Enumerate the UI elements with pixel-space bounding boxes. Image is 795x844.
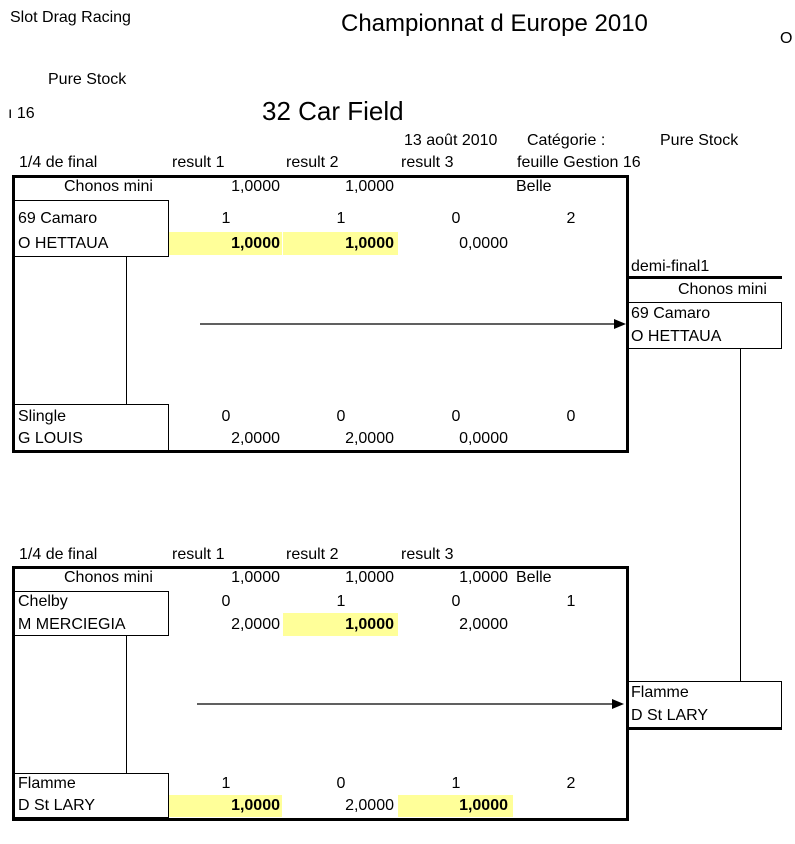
win-value: 0 bbox=[451, 408, 461, 425]
result3-header: result 3 bbox=[401, 154, 454, 171]
best-time-highlight bbox=[169, 795, 282, 817]
result3-header: result 3 bbox=[401, 546, 454, 563]
semi-label: demi-final1 bbox=[631, 258, 710, 275]
time-value: 0,0000 bbox=[459, 235, 508, 252]
racer-box bbox=[14, 591, 169, 636]
win-value: 1 bbox=[336, 593, 346, 610]
car-name: Flamme bbox=[631, 684, 689, 701]
semi-rule bbox=[627, 276, 782, 279]
round-label: 1/4 de final bbox=[19, 154, 98, 171]
win-total: 1 bbox=[566, 593, 576, 610]
car-name: 69 Camaro bbox=[18, 210, 98, 227]
field-title: 32 Car Field bbox=[262, 96, 404, 126]
time-value: 2,0000 bbox=[345, 797, 394, 814]
driver-name: D St LARY bbox=[18, 797, 96, 814]
driver-name: M MERCIEGIA bbox=[18, 616, 126, 633]
belle-header: Belle bbox=[516, 569, 552, 586]
racer-box bbox=[14, 404, 169, 451]
time-value: 1,0000 bbox=[231, 235, 280, 252]
driver-name: D St LARY bbox=[631, 707, 709, 724]
app-name: Slot Drag Racing bbox=[10, 9, 131, 26]
best-time-highlight bbox=[283, 232, 398, 255]
best-time-highlight bbox=[169, 232, 282, 255]
driver-name: O HETTAUA bbox=[631, 328, 722, 345]
page-title: Championnat d Europe 2010 bbox=[341, 10, 648, 37]
win-total: 2 bbox=[566, 210, 576, 227]
result2-header: result 2 bbox=[286, 154, 339, 171]
win-value: 0 bbox=[451, 210, 461, 227]
win-total: 2 bbox=[566, 775, 576, 792]
chrono-value: 1,0000 bbox=[231, 178, 280, 195]
win-total: 0 bbox=[566, 408, 576, 425]
racer-box bbox=[14, 200, 169, 257]
driver-name: G LOUIS bbox=[18, 430, 83, 447]
win-value: 1 bbox=[451, 775, 461, 792]
event-date: 13 août 2010 bbox=[404, 132, 498, 149]
time-value: 1,0000 bbox=[345, 235, 394, 252]
win-value: 1 bbox=[221, 210, 231, 227]
win-value: 0 bbox=[221, 593, 231, 610]
time-value: 0,0000 bbox=[459, 430, 508, 447]
belle-header: Belle bbox=[516, 178, 552, 195]
category-label: Catégorie : bbox=[527, 132, 606, 149]
chrono-value: 1,0000 bbox=[345, 569, 394, 586]
edge-text-right: O bbox=[780, 30, 793, 47]
chrono-value: 1,0000 bbox=[231, 569, 280, 586]
win-value: 1 bbox=[221, 775, 231, 792]
car-name: Flamme bbox=[18, 775, 76, 792]
time-value: 2,0000 bbox=[231, 430, 280, 447]
category-value: Pure Stock bbox=[660, 132, 739, 149]
win-value: 0 bbox=[221, 408, 231, 425]
racer-box bbox=[14, 773, 169, 818]
chrono-value: 1,0000 bbox=[345, 178, 394, 195]
win-value: 1 bbox=[336, 210, 346, 227]
result2-header: result 2 bbox=[286, 546, 339, 563]
car-name: Slingle bbox=[18, 408, 67, 425]
win-value: 0 bbox=[451, 593, 461, 610]
edge-text-left: ı 16 bbox=[8, 105, 35, 122]
time-value: 1,0000 bbox=[459, 797, 508, 814]
win-value: 0 bbox=[336, 408, 346, 425]
chrono-label: Chonos mini bbox=[64, 569, 153, 586]
bracket-line bbox=[126, 636, 127, 773]
best-time-highlight bbox=[398, 795, 513, 817]
bracket-line bbox=[740, 349, 741, 681]
time-value: 2,0000 bbox=[345, 430, 394, 447]
time-value: 2,0000 bbox=[231, 616, 280, 633]
best-time-highlight bbox=[283, 613, 398, 636]
chrono-label: Chonos mini bbox=[64, 178, 153, 195]
result1-header: result 1 bbox=[172, 154, 225, 171]
car-name: 69 Camaro bbox=[631, 305, 711, 322]
chrono-value: 1,0000 bbox=[459, 569, 508, 586]
result1-header: result 1 bbox=[172, 546, 225, 563]
bracket-line bbox=[126, 257, 127, 404]
chrono-label: Chonos mini bbox=[678, 281, 767, 298]
driver-name: O HETTAUA bbox=[18, 235, 109, 252]
time-value: 1,0000 bbox=[231, 797, 280, 814]
racer-box bbox=[627, 302, 782, 349]
time-value: 2,0000 bbox=[459, 616, 508, 633]
category-left: Pure Stock bbox=[48, 71, 127, 88]
time-value: 1,0000 bbox=[345, 616, 394, 633]
round-label: 1/4 de final bbox=[19, 546, 98, 563]
sheet-label: feuille Gestion 16 bbox=[517, 154, 641, 171]
match2-frame bbox=[12, 566, 629, 821]
win-value: 0 bbox=[336, 775, 346, 792]
car-name: Chelby bbox=[18, 593, 68, 610]
